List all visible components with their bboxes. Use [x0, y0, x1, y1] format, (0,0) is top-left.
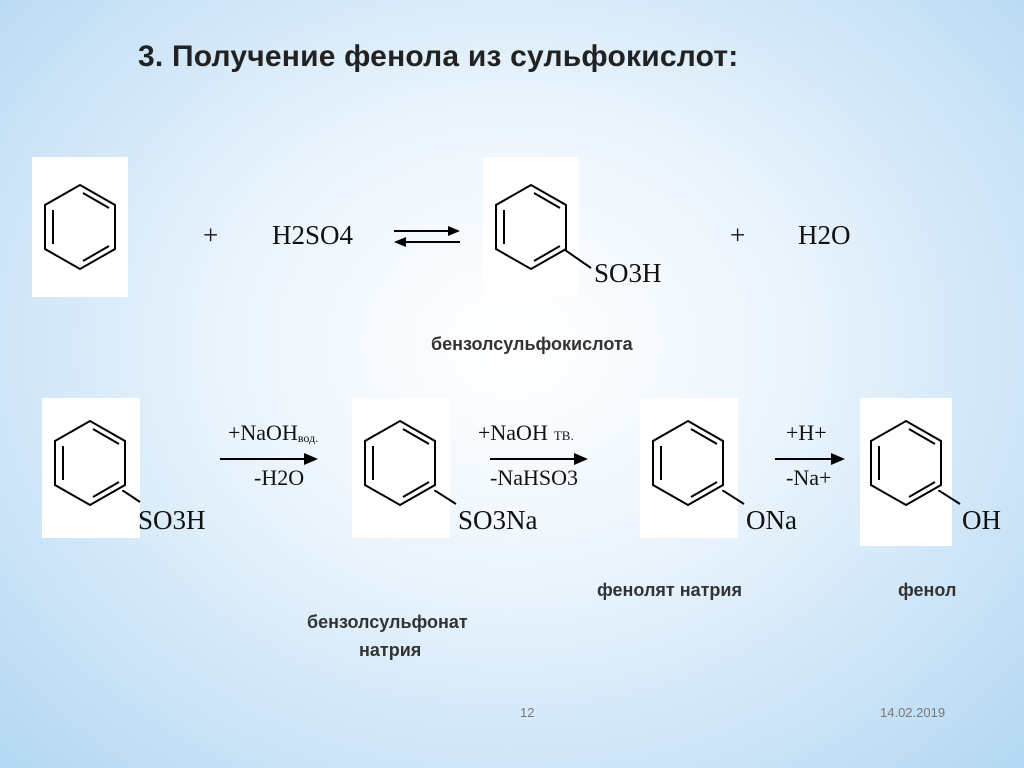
sulfo-group: SO3H	[594, 258, 662, 288]
benzenesulfonic-acid-label: бензолсульфокислота	[431, 334, 633, 354]
equilibrium-arrow-icon	[394, 226, 460, 247]
step3-reagent: +H+	[786, 420, 827, 445]
phenol-label: фенол	[898, 580, 957, 600]
plus-sign-2: +	[730, 220, 746, 250]
sulfuric-acid-formula: H2SO4	[272, 220, 353, 251]
benzene-ring-product	[483, 157, 579, 297]
bond-line	[434, 490, 457, 505]
benzene-ring-reactant	[32, 157, 128, 297]
slide-date: 14.02.2019	[880, 705, 946, 720]
step1-top-text: +NaOH	[228, 420, 298, 445]
slide-title: 3. Получение фенола из сульфокислот:	[138, 40, 739, 73]
plus-sign: +	[203, 220, 219, 250]
benzene-ring-phenol	[860, 398, 952, 546]
bond-line	[565, 250, 592, 269]
reaction-arrow-icon	[490, 453, 588, 465]
step2-top-text: +NaOH	[478, 420, 548, 445]
start-group: SO3H	[138, 505, 206, 535]
middle-group: SO3Na	[458, 505, 538, 535]
phenolate-label: фенолят натрия	[597, 580, 742, 600]
step1-reagent: +NaOHвод.	[228, 420, 318, 446]
benzene-ring-sulfonate	[352, 398, 450, 538]
sulfonate-label-line2: натрия	[359, 640, 422, 660]
step2-top-sub: ТВ.	[553, 428, 574, 443]
sulfonate-label-line1: бензолсульфонат	[307, 612, 468, 632]
phenolate-group: ONa	[746, 505, 797, 535]
bond-line	[122, 490, 141, 503]
bond-line	[938, 490, 961, 505]
reaction-arrow-icon	[220, 453, 318, 465]
step3-byproduct: -Na+	[786, 465, 832, 490]
benzene-ring-phenolate	[640, 398, 738, 538]
step1-byproduct: -H2O	[254, 465, 305, 490]
water-formula: H2O	[798, 220, 851, 250]
step2-byproduct: -NaHSO3	[490, 465, 578, 490]
page-number: 12	[520, 705, 535, 720]
phenol-group: OH	[962, 505, 1001, 535]
h2so4-text: H2SO4	[272, 220, 354, 250]
benzene-ring-sulfonic	[42, 398, 140, 538]
step1-top-sub: вод.	[297, 430, 319, 445]
bond-line	[722, 490, 745, 505]
reaction-arrow-icon	[775, 453, 845, 465]
step2-reagent: +NaOH ТВ.	[478, 420, 574, 446]
